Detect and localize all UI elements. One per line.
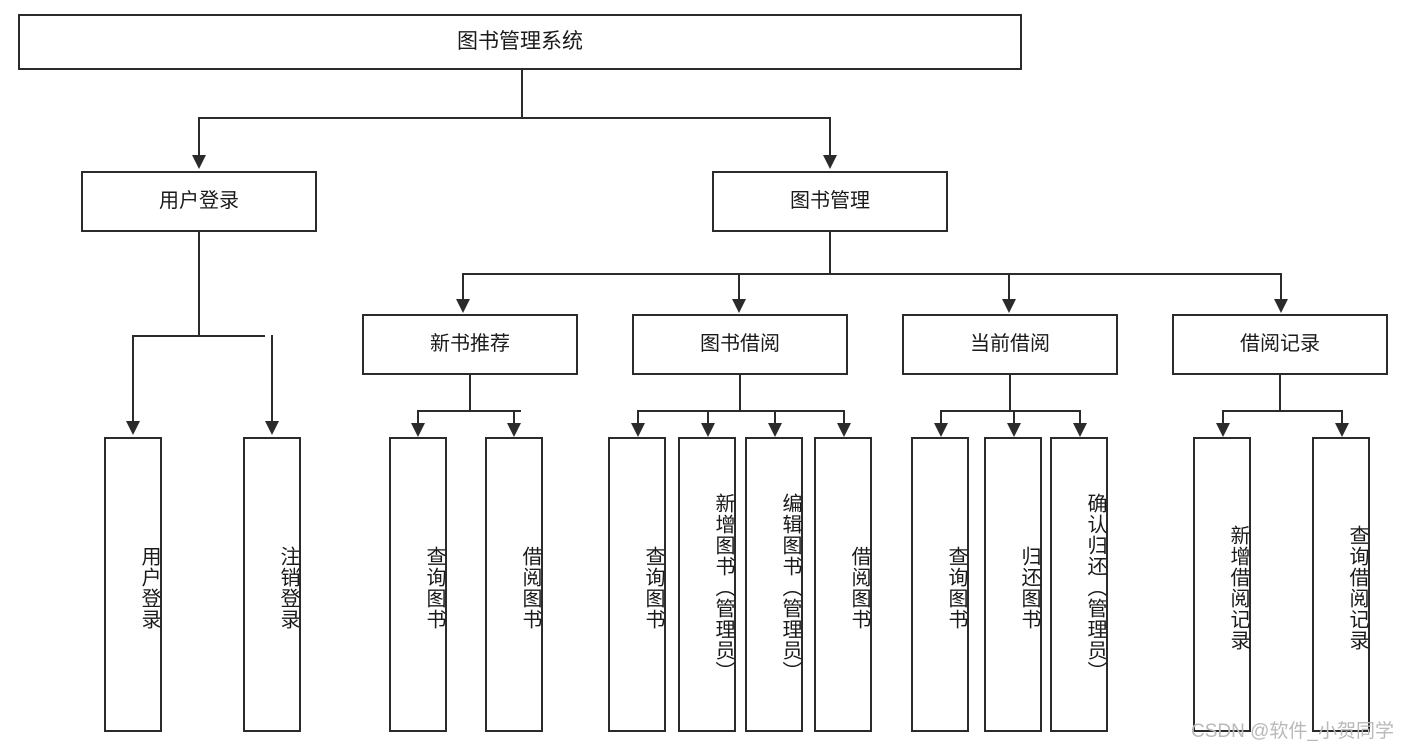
leaf-label: 用户登录 [138,545,160,630]
node-label: 当前借阅 [970,332,1050,355]
connector-current-borrow-drop-1 [940,410,942,425]
connector-new-book-stem [469,375,471,411]
leaf-label: 借阅图书 [848,545,870,630]
connector-to-book-borrow [738,273,740,301]
leaf-query-borrow-record[interactable]: 查询借阅记录 [1312,437,1370,732]
connector-to-book-manage [829,117,831,157]
connector-user-login-stem [198,232,200,336]
leaf-label: 编辑图书（管理员） [779,493,801,682]
arrow-new-book-leaf-2 [507,423,521,437]
node-label: 图书借阅 [700,332,780,355]
connector-user-login-drop-1 [132,335,134,423]
arrow-user-login-leaf-2 [265,421,279,435]
leaf-query-book-current[interactable]: 查询图书 [911,437,969,732]
connector-level2-bus [198,117,831,119]
arrow-to-current-borrow [1002,299,1016,313]
arrow-borrow-records-leaf-1 [1216,423,1230,437]
connector-book-manage-stem [829,232,831,274]
connector-borrow-records-drop-2 [1341,410,1343,425]
connector-current-borrow-bus [940,410,1080,412]
arrow-book-borrow-leaf-3 [768,423,782,437]
node-book-borrow[interactable]: 图书借阅 [632,314,848,375]
arrow-borrow-records-leaf-2 [1335,423,1349,437]
connector-level3-bus [462,273,1281,275]
leaf-borrow-book[interactable]: 借阅图书 [814,437,872,732]
connector-book-borrow-drop-2 [707,410,709,425]
leaf-label: 借阅图书 [519,545,541,630]
node-root-system[interactable]: 图书管理系统 [18,14,1022,70]
connector-current-borrow-stem [1009,375,1011,411]
leaf-borrow-book-recommend[interactable]: 借阅图书 [485,437,543,732]
arrow-book-borrow-leaf-4 [837,423,851,437]
leaf-add-borrow-record[interactable]: 新增借阅记录 [1193,437,1251,732]
leaf-label: 新增借阅记录 [1227,524,1249,651]
connector-current-borrow-drop-2 [1013,410,1015,425]
connector-borrow-records-bus [1222,410,1342,412]
arrow-current-borrow-leaf-2 [1007,423,1021,437]
leaf-label: 归还图书 [1018,545,1040,630]
node-label: 用户登录 [159,189,239,212]
connector-borrow-records-drop-1 [1222,410,1224,425]
leaf-return-book[interactable]: 归还图书 [984,437,1042,732]
leaf-add-book-admin[interactable]: 新增图书（管理员） [678,437,736,732]
leaf-query-book-recommend[interactable]: 查询图书 [389,437,447,732]
leaf-logout[interactable]: 注销登录 [243,437,301,732]
node-label: 图书管理系统 [457,29,583,53]
leaf-confirm-return-admin[interactable]: 确认归还（管理员） [1050,437,1108,732]
arrow-book-borrow-leaf-1 [631,423,645,437]
arrow-user-login-leaf-1 [126,421,140,435]
connector-borrow-records-stem [1279,375,1281,411]
connector-new-book-bus [417,410,521,412]
arrow-to-borrow-records [1274,299,1288,313]
arrow-current-borrow-leaf-1 [934,423,948,437]
leaf-query-book-borrow[interactable]: 查询图书 [608,437,666,732]
node-label: 图书管理 [790,189,870,212]
node-new-book-recommend[interactable]: 新书推荐 [362,314,578,375]
node-user-login[interactable]: 用户登录 [81,171,317,232]
connector-user-login-drop-2 [271,335,273,423]
node-borrow-records[interactable]: 借阅记录 [1172,314,1388,375]
node-label: 借阅记录 [1240,332,1320,355]
node-current-borrow[interactable]: 当前借阅 [902,314,1118,375]
connector-to-current-borrow [1008,273,1010,301]
arrow-book-borrow-leaf-2 [701,423,715,437]
node-label: 新书推荐 [430,332,510,355]
leaf-label: 注销登录 [277,545,299,630]
arrow-current-borrow-leaf-3 [1073,423,1087,437]
connector-book-borrow-drop-3 [774,410,776,425]
connector-new-book-drop-2 [513,410,515,425]
arrow-to-book-manage [823,155,837,169]
connector-root-stem [521,70,523,118]
leaf-label: 查询图书 [945,545,967,630]
connector-current-borrow-drop-3 [1079,410,1081,425]
leaf-label: 查询图书 [642,545,664,630]
arrow-new-book-leaf-1 [411,423,425,437]
connector-to-new-book [462,273,464,301]
node-book-management[interactable]: 图书管理 [712,171,948,232]
leaf-label: 新增图书（管理员） [712,493,734,682]
leaf-edit-book-admin[interactable]: 编辑图书（管理员） [745,437,803,732]
connector-new-book-drop-1 [417,410,419,425]
connector-to-borrow-records [1280,273,1282,301]
arrow-to-user-login [192,155,206,169]
arrow-to-new-book [456,299,470,313]
connector-book-borrow-drop-4 [843,410,845,425]
leaf-label: 查询图书 [423,545,445,630]
leaf-user-login[interactable]: 用户登录 [104,437,162,732]
connector-book-borrow-bus [637,410,844,412]
connector-book-borrow-drop-1 [637,410,639,425]
connector-book-borrow-stem [739,375,741,411]
arrow-to-book-borrow [732,299,746,313]
connector-to-user-login [198,117,200,157]
leaf-label: 查询借阅记录 [1346,524,1368,651]
leaf-label: 确认归还（管理员） [1084,493,1106,682]
connector-user-login-bus [132,335,265,337]
